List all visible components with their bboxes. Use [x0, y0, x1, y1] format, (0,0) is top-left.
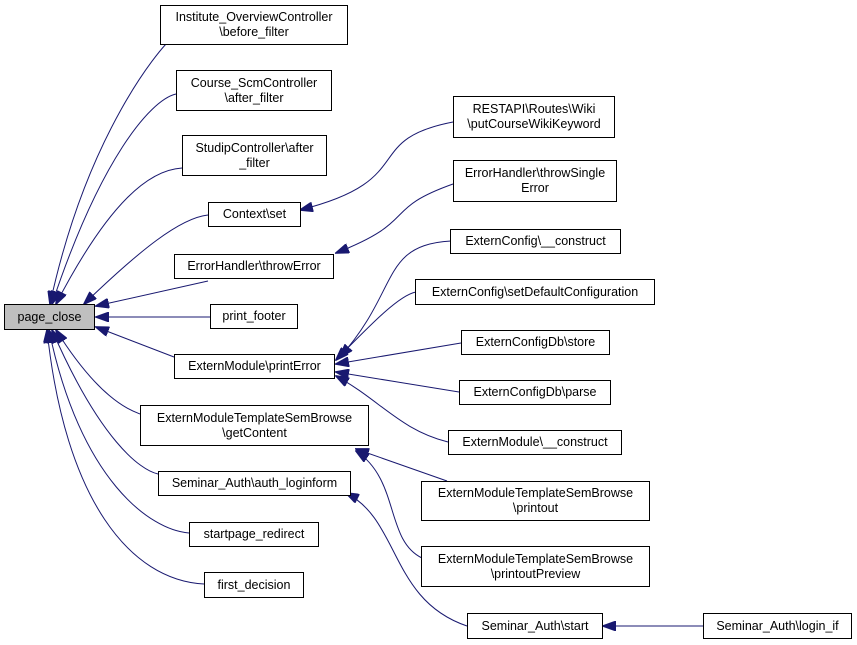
node-label-line: _filter [239, 155, 270, 170]
node-template-sembrowse-getcontent[interactable]: ExternModuleTemplateSemBrowse \getConten… [140, 405, 369, 446]
node-externconfigdb-parse[interactable]: ExternConfigDb\parse [459, 380, 611, 405]
node-errorhandler-throwsingleerror[interactable]: ErrorHandler\throwSingle Error [453, 160, 617, 202]
node-externconfig-construct[interactable]: ExternConfig\__construct [450, 229, 621, 254]
node-label-line: \getContent [222, 425, 287, 440]
node-template-sembrowse-printout[interactable]: ExternModuleTemplateSemBrowse \printout [421, 481, 650, 521]
edge-errsingle-to-errthrow [336, 183, 454, 253]
node-print-footer[interactable]: print_footer [210, 304, 298, 329]
node-externconfig-setdefaultconfiguration[interactable]: ExternConfig\setDefaultConfiguration [415, 279, 655, 305]
node-errorhandler-throwerror[interactable]: ErrorHandler\throwError [174, 254, 334, 279]
node-externmodule-printerror[interactable]: ExternModule\printError [174, 354, 335, 379]
node-startpage-redirect[interactable]: startpage_redirect [189, 522, 319, 547]
node-label-line: ExternModuleTemplateSemBrowse [437, 486, 634, 500]
node-label-line: \putCourseWikiKeyword [467, 117, 601, 131]
node-seminar-auth-login-if[interactable]: Seminar_Auth\login_if [703, 613, 852, 639]
node-label-line: ExternModuleTemplateSemBrowse [156, 410, 353, 425]
edge-tmplpreview-to-tmplget [356, 451, 423, 559]
node-label-line: RESTAPI\Routes\Wiki [472, 102, 596, 116]
node-label-line: Seminar_Auth\login_if [716, 618, 839, 633]
node-label-line: Course_ScmController [190, 75, 318, 90]
edge-restwiki-to-context [300, 121, 454, 210]
edge-extcfgcon-to-extprint [340, 240, 452, 357]
node-label-line: \printoutPreview [490, 566, 581, 581]
node-label-line: Seminar_Auth\start [481, 618, 589, 633]
edge-course-to-pageclose [52, 93, 177, 304]
node-label-line: Seminar_Auth\auth_loginform [171, 476, 338, 490]
node-course-scm-after-filter[interactable]: Course_ScmController \after_filter [176, 70, 332, 111]
node-externconfigdb-store[interactable]: ExternConfigDb\store [461, 330, 610, 355]
node-label-line: ExternConfigDb\parse [473, 385, 597, 399]
node-label-line: Institute_OverviewController [175, 10, 333, 24]
node-label-line: Error [521, 181, 549, 195]
node-label-line: ExternModuleTemplateSemBrowse [437, 551, 634, 566]
node-label-line: ErrorHandler\throwError [187, 259, 321, 273]
node-label-line: first_decision [217, 577, 291, 592]
node-page-close: page_close [4, 304, 95, 330]
node-studip-after-filter[interactable]: StudipController\after _filter [182, 135, 327, 176]
edge-tmplprint-to-tmplget [356, 449, 448, 482]
node-label-line: ExternModule\printError [188, 359, 321, 373]
edge-errthrow-to-pageclose [96, 280, 209, 306]
node-label-line: page_close [17, 309, 82, 324]
node-first-decision[interactable]: first_decision [204, 572, 304, 598]
node-label-line: ExternConfig\setDefaultConfiguration [431, 284, 639, 299]
edge-inst-to-pageclose [50, 43, 167, 304]
edge-startpage-to-pageclose [49, 330, 190, 534]
node-template-sembrowse-printoutpreview[interactable]: ExternModuleTemplateSemBrowse \printoutP… [421, 546, 650, 587]
edge-extdbstore-to-extprint [336, 342, 462, 364]
node-seminar-auth-start[interactable]: Seminar_Auth\start [467, 613, 603, 639]
edge-firstdec-to-pageclose [47, 330, 205, 585]
edge-extprint-to-pageclose [96, 327, 175, 358]
node-label-line: StudipController\after [195, 140, 314, 155]
node-label-line: Context\set [222, 207, 287, 221]
node-restapi-wiki-putcoursewikikeyword[interactable]: RESTAPI\Routes\Wiki \putCourseWikiKeywor… [453, 96, 615, 138]
node-context-set[interactable]: Context\set [208, 202, 301, 227]
edge-context-to-pageclose [84, 214, 209, 304]
node-institute-overview-before-filter[interactable]: Institute_OverviewController \before_fil… [160, 5, 348, 45]
node-seminar-auth-loginform[interactable]: Seminar_Auth\auth_loginform [158, 471, 351, 496]
edge-studip-to-pageclose [56, 167, 183, 304]
node-label-line: \before_filter [219, 25, 289, 39]
edge-extcfgdef-to-extprint [336, 291, 417, 360]
edge-extdbparse-to-extprint [336, 372, 460, 393]
edge-tmplget-to-pageclose [56, 330, 141, 415]
node-label-line: \after_filter [224, 90, 284, 105]
node-label-line: ExternConfig\__construct [465, 234, 606, 248]
edge-authlogin-to-pageclose [52, 330, 159, 475]
node-label-line: ErrorHandler\throwSingle [464, 166, 606, 180]
node-label-line: ExternModule\__construct [462, 435, 608, 449]
node-label-line: \printout [512, 501, 559, 515]
edge-extmodcon-to-extprint [336, 376, 449, 443]
edge-authstart-to-authlogin [346, 493, 468, 627]
node-label-line: startpage_redirect [203, 527, 305, 541]
node-label-line: print_footer [222, 309, 286, 323]
node-externmodule-construct[interactable]: ExternModule\__construct [448, 430, 622, 455]
node-label-line: ExternConfigDb\store [475, 335, 596, 349]
